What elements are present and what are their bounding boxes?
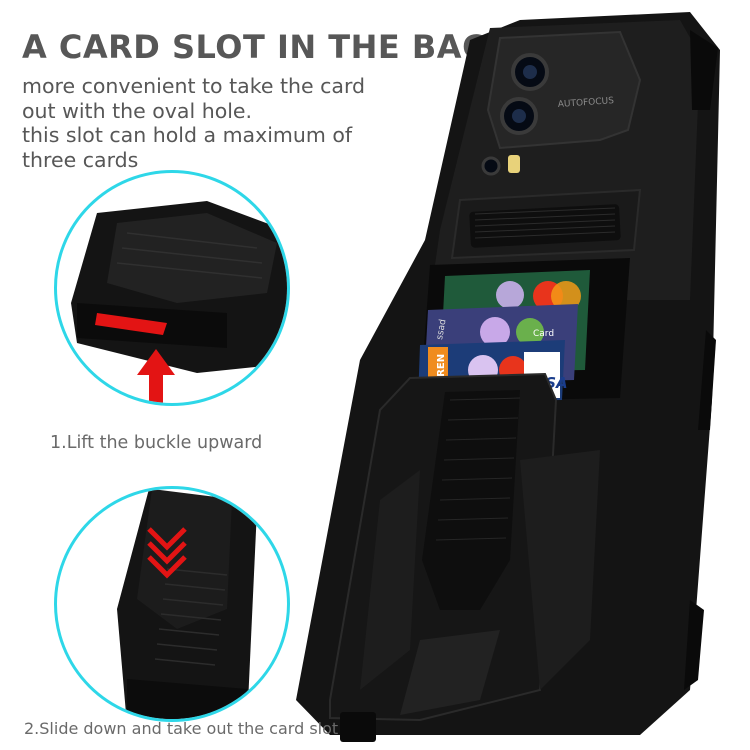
- card-label-card: Card: [533, 329, 554, 339]
- flash: [508, 155, 520, 173]
- description-line-1: more convenient to take the card: [22, 74, 366, 98]
- camera-lens-3: [481, 156, 501, 176]
- camera-module: AUTOFOCUS: [481, 30, 642, 176]
- description-line-4: three cards: [22, 147, 139, 172]
- chevron-down-icon: [147, 527, 187, 579]
- bottom-clip: [340, 712, 376, 742]
- description: more convenient to take the card out wit…: [22, 74, 365, 172]
- camera-label: AUTOFOCUS: [558, 96, 615, 110]
- card-label-gren: GREN: [436, 354, 447, 385]
- step-2-label: 2.Slide down and take out the card slot: [24, 719, 339, 738]
- card-label-ssad: ssad: [435, 318, 448, 340]
- description-line-3: this slot can hold a maximum of: [22, 123, 353, 147]
- detail-circle-slide-down: [54, 486, 290, 722]
- card-slot-flap: [329, 372, 600, 722]
- headline: A CARD SLOT IN THE BACK: [22, 28, 512, 66]
- red-buckle-highlight: [95, 313, 167, 335]
- up-arrow-icon: [137, 349, 175, 403]
- step-1-label: 1.Lift the buckle upward: [50, 433, 263, 453]
- detail-circle-lift-buckle: [54, 170, 290, 406]
- description-line-2: out with the oval hole.: [22, 98, 253, 123]
